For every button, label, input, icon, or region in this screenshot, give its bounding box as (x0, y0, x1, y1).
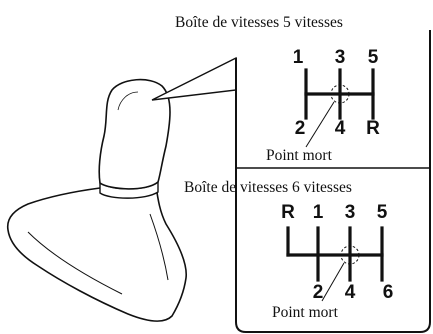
gear-knob (98, 78, 171, 190)
shift-boot-fold (149, 213, 169, 281)
neutral-indicator (330, 84, 350, 104)
gear-label-1: 1 (313, 202, 324, 223)
gearbox5-shift-pattern (304, 68, 375, 120)
gear-label-5: 5 (368, 47, 379, 68)
neutral-leader (305, 101, 335, 148)
gear-label-3: 3 (345, 202, 356, 223)
gear-label-3: 3 (335, 47, 346, 68)
gearbox5-title: Boîte de vitesses 5 vitesses (175, 14, 343, 31)
callout-panel (235, 30, 431, 333)
gearbox6-shift-pattern (286, 226, 384, 282)
gear-label-R: R (366, 118, 380, 139)
gearbox5-neutral-label: Point mort (266, 147, 333, 164)
gear-knob-highlight (117, 91, 139, 111)
gear-label-5: 5 (377, 202, 388, 223)
gear-label-2: 2 (313, 282, 324, 303)
neutral-indicator (340, 245, 360, 265)
gear-label-4: 4 (335, 118, 346, 139)
gearbox6-title: Boîte de vitesses 6 vitesses (184, 179, 352, 196)
callout-pointer (151, 56, 237, 101)
shift-boot-fold (27, 231, 123, 295)
gear-label-4: 4 (345, 282, 356, 303)
gear-label-1: 1 (293, 47, 304, 68)
gear-label-2: 2 (295, 118, 306, 139)
gear-label-R: R (281, 202, 295, 223)
neutral-leader (321, 262, 345, 302)
gearbox6-neutral-label: Point mort (272, 304, 339, 321)
shift-boot (6, 185, 187, 322)
gear-label-6: 6 (383, 282, 394, 303)
